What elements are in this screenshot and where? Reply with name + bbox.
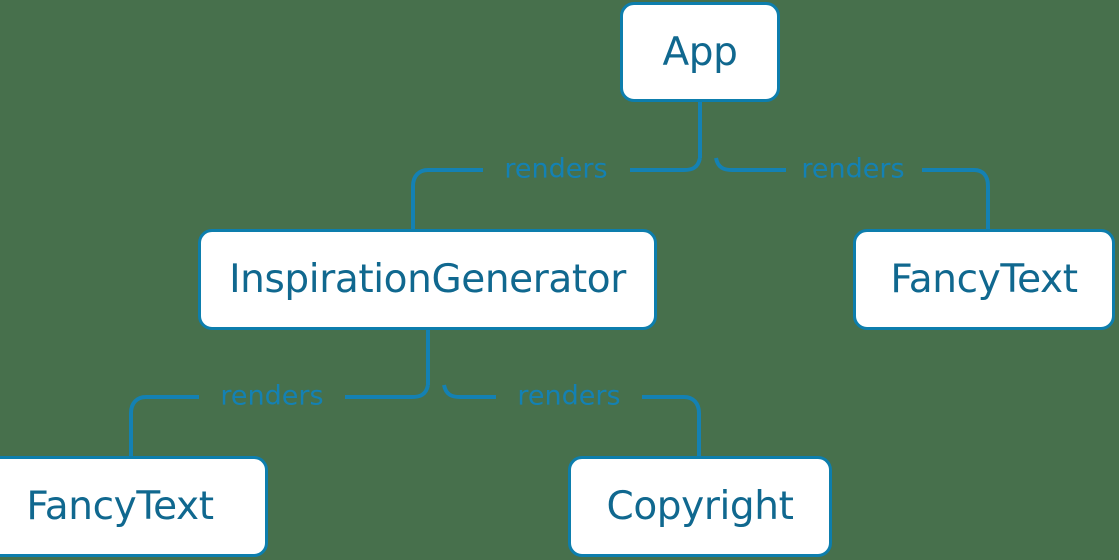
edge-inspiration-to-copyright-start <box>442 384 496 399</box>
edge-app-to-inspiration-left <box>411 168 483 229</box>
edge-inspiration-to-fancytext-left <box>129 395 199 456</box>
node-copyright[interactable]: Copyright <box>568 456 832 557</box>
node-fancytext-right[interactable]: FancyText <box>853 229 1115 330</box>
node-fancytext-bottom[interactable]: FancyText <box>0 456 268 557</box>
edge-inspiration-to-fancytext <box>345 384 430 399</box>
edge-app-to-inspiration <box>630 157 702 172</box>
node-fancytext-bottom-label: FancyText <box>26 484 214 529</box>
node-inspirationgenerator-label: InspirationGenerator <box>229 257 626 302</box>
edge-label-app-to-fancytext: renders <box>801 153 905 185</box>
edge-inspiration-to-copyright-end <box>642 395 701 456</box>
edge-label-inspirationgenerator-to-fancytext: renders <box>220 380 324 412</box>
edge-app-to-fancytext-right-start <box>714 157 786 172</box>
edge-label-app-to-inspirationgenerator: renders <box>504 153 608 185</box>
node-inspirationgenerator[interactable]: InspirationGenerator <box>198 229 657 330</box>
edge-app-to-fancytext-right-end <box>922 168 990 229</box>
node-app-label: App <box>662 29 738 75</box>
node-copyright-label: Copyright <box>606 484 794 529</box>
edge-label-inspirationgenerator-to-copyright: renders <box>517 380 621 412</box>
node-app[interactable]: App <box>620 2 780 102</box>
node-fancytext-right-label: FancyText <box>890 257 1078 302</box>
